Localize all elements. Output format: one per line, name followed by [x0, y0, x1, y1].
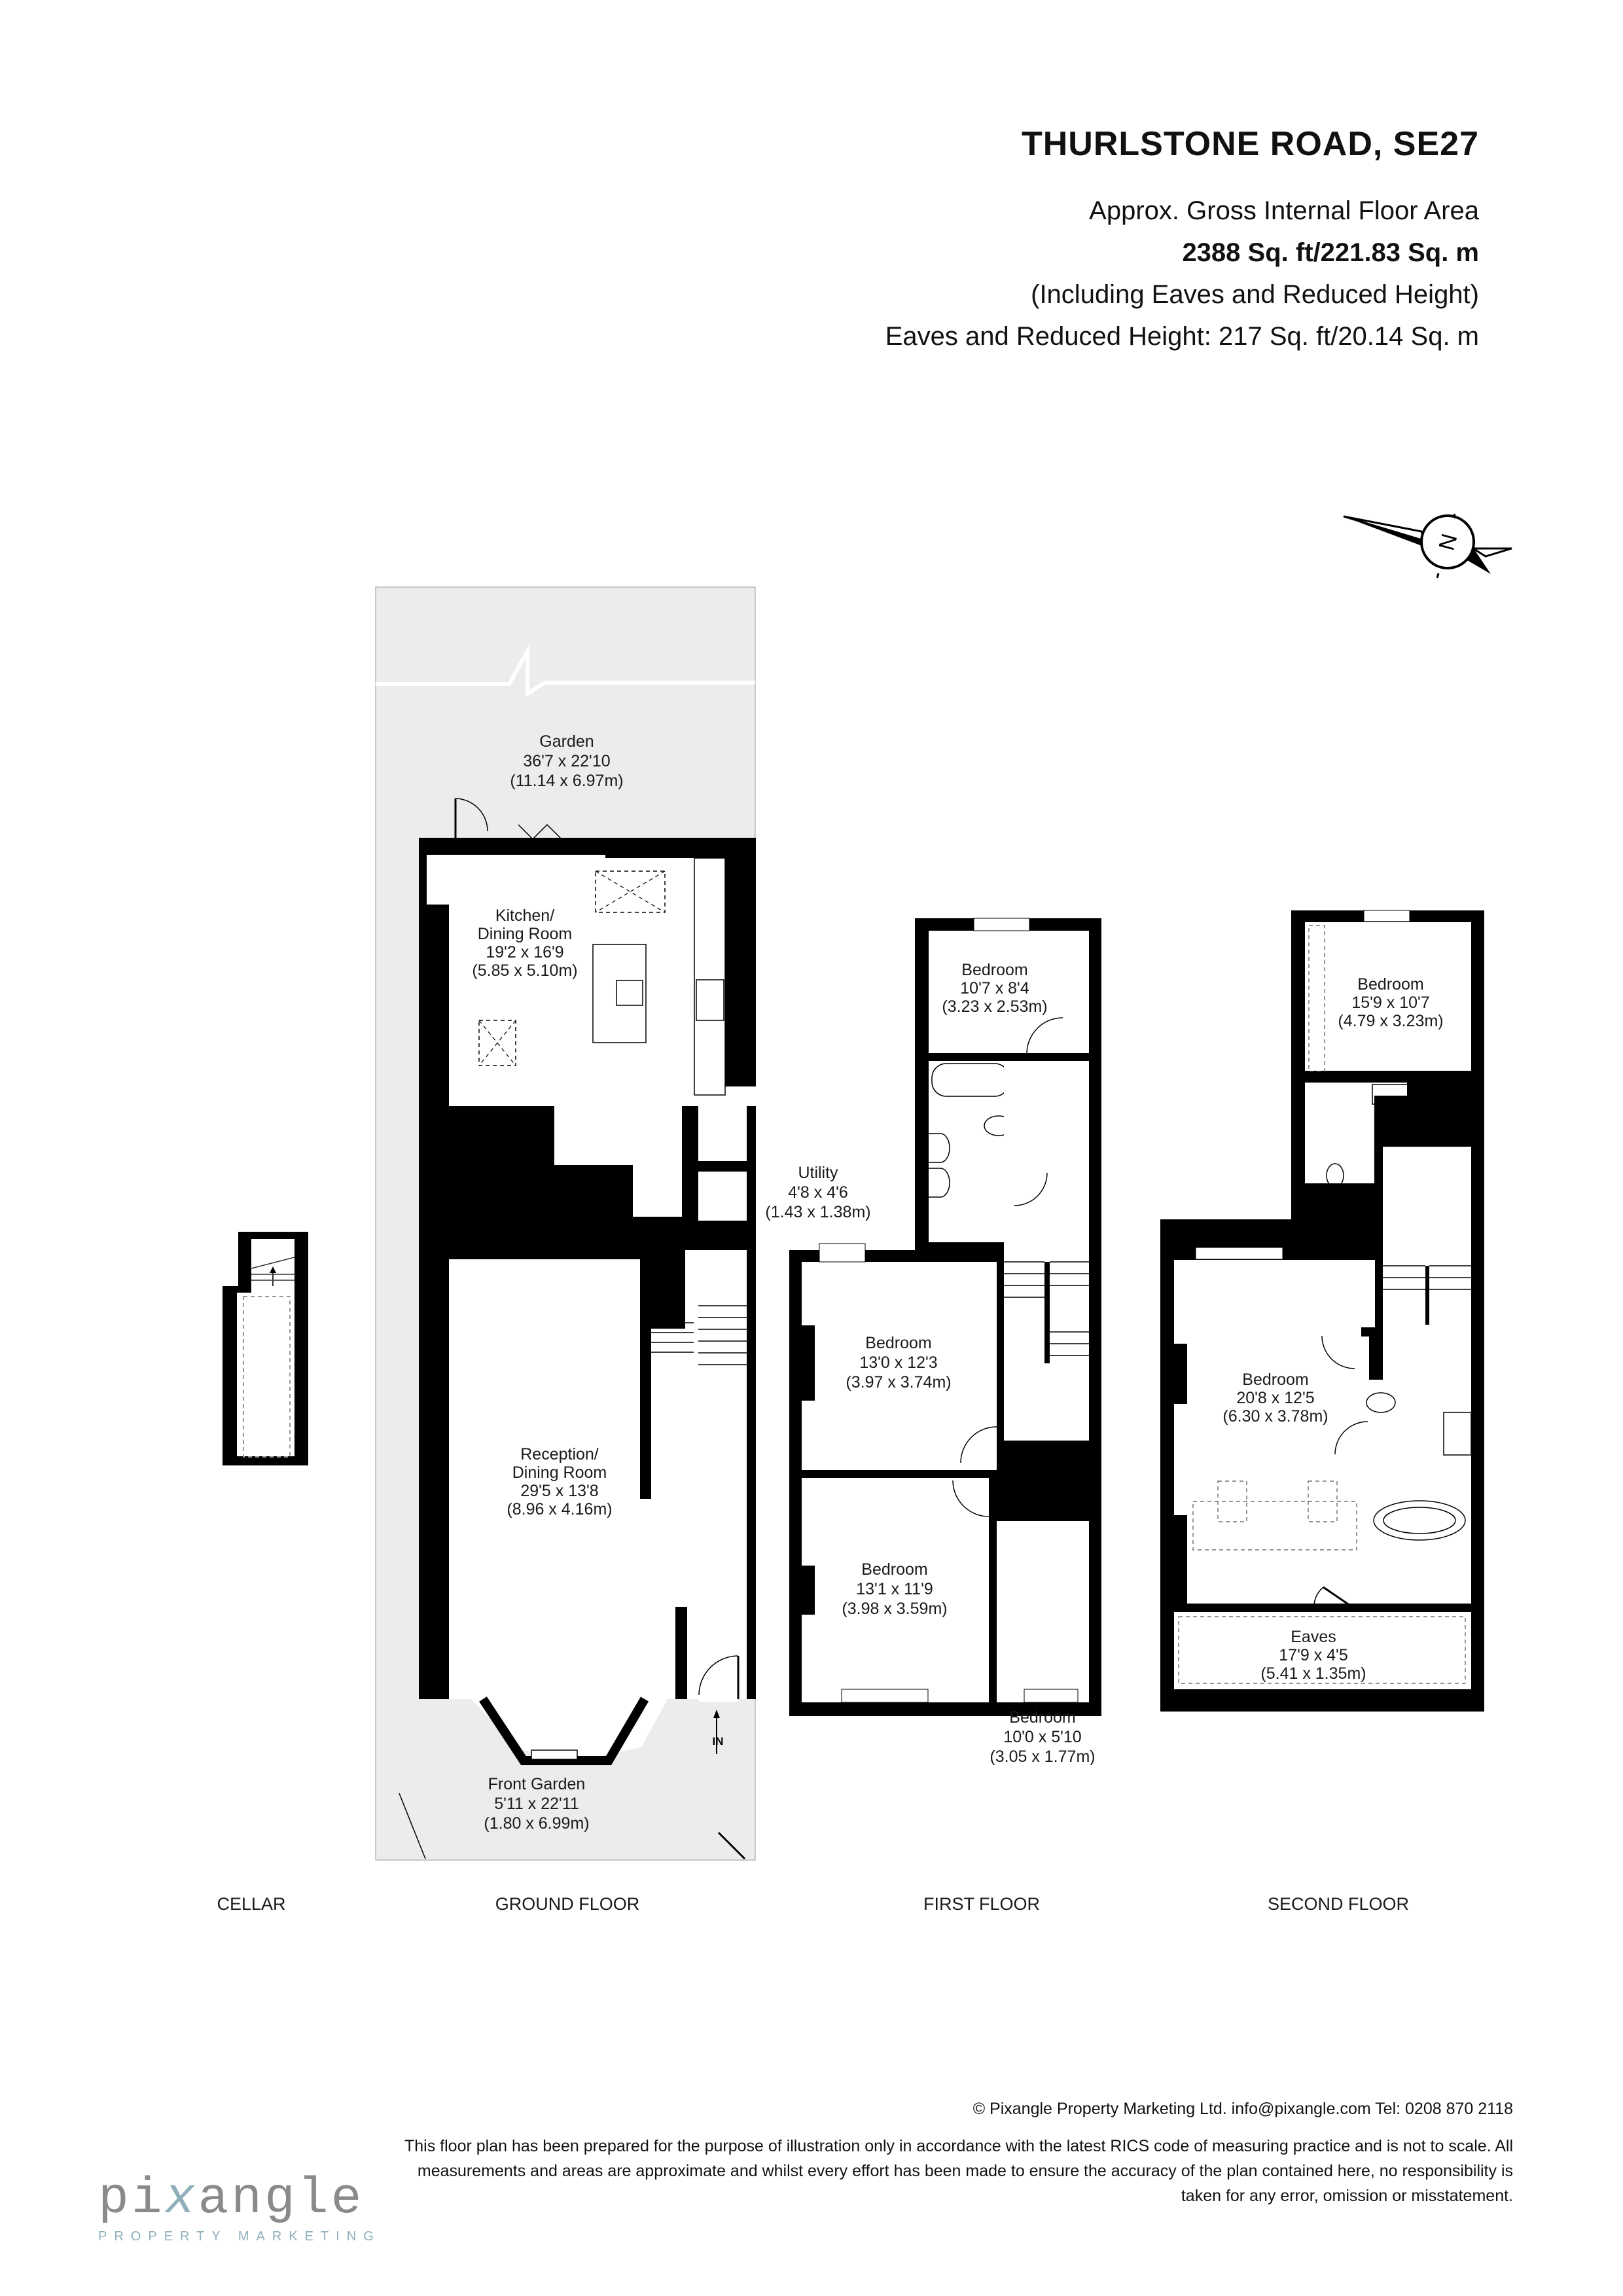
room-dims-metric: (3.98 x 3.59m): [842, 1600, 947, 1618]
entrance-marker: IN: [713, 1735, 724, 1748]
room-dims-metric: (1.43 x 1.38m): [765, 1203, 870, 1221]
room-dims-imperial: 4'8 x 4'6: [788, 1183, 848, 1202]
room-name-bedroom: Bedroom: [865, 1334, 931, 1352]
room-name-bedroom: Bedroom: [1009, 1708, 1075, 1727]
eaves-area: Eaves and Reduced Height: 217 Sq. ft/20.…: [885, 322, 1479, 351]
disclaimer-text: This floor plan has been prepared for th…: [404, 2137, 1513, 2205]
room-dims-imperial: 10'7 x 8'4: [960, 979, 1029, 997]
property-title: THURLSTONE ROAD, SE27: [1021, 125, 1479, 163]
floor-label-second: SECOND FLOOR: [1268, 1894, 1409, 1914]
room-name-kitchen-line1: Kitchen/: [495, 906, 554, 925]
room-dims-metric: (11.14 x 6.97m): [510, 772, 623, 790]
including-note: (Including Eaves and Reduced Height): [1031, 280, 1479, 309]
room-dims-metric: (5.41 x 1.35m): [1260, 1664, 1366, 1683]
room-name-bedroom: Bedroom: [1242, 1371, 1308, 1389]
first-floor-plan: Bedroom 10'7 x 8'4 (3.23 x 2.53m) Bedroo…: [789, 918, 1101, 1766]
room-dims-metric: (1.80 x 6.99m): [484, 1814, 589, 1833]
room-name-bedroom: Bedroom: [861, 1560, 927, 1579]
logo-subtitle: PROPERTY MARKETING: [98, 2229, 381, 2244]
room-name-kitchen-line2: Dining Room: [478, 925, 573, 943]
total-area: 2388 Sq. ft/221.83 Sq. m: [1182, 238, 1479, 267]
room-dims-imperial: 10'0 x 5'10: [1003, 1728, 1081, 1746]
logo-wordmark: pixangle: [98, 2170, 365, 2228]
room-dims-metric: (3.97 x 3.74m): [846, 1373, 951, 1391]
room-name-garden: Garden: [539, 732, 594, 751]
room-name-reception-line2: Dining Room: [512, 1463, 607, 1482]
pixangle-logo: pixangle PROPERTY MARKETING: [98, 2173, 381, 2244]
room-dims-metric: (6.30 x 3.78m): [1222, 1407, 1328, 1426]
room-dims-imperial: 17'9 x 4'5: [1279, 1646, 1347, 1664]
room-dims-imperial: 36'7 x 22'10: [523, 752, 610, 770]
area-caption: Approx. Gross Internal Floor Area: [1089, 196, 1479, 225]
room-dims-imperial: 13'0 x 12'3: [859, 1354, 937, 1372]
room-name-utility: Utility: [798, 1164, 838, 1182]
north-arrow-icon: N: [1343, 513, 1512, 579]
room-dims-metric: (4.79 x 3.23m): [1338, 1012, 1443, 1030]
ground-floor-plan: IN Garden 36'7 x 22'10 (11.14 x 6.97m): [375, 586, 871, 1861]
room-dims-metric: (8.96 x 4.16m): [507, 1500, 612, 1518]
room-name-front-garden: Front Garden: [488, 1775, 586, 1793]
room-dims-imperial: 13'1 x 11'9: [856, 1580, 933, 1598]
room-dims-imperial: 29'5 x 13'8: [520, 1482, 598, 1500]
room-name-reception-line1: Reception/: [520, 1445, 599, 1463]
room-dims-imperial: 5'11 x 22'11: [494, 1795, 579, 1813]
room-name-eaves: Eaves: [1291, 1628, 1336, 1646]
floor-label-ground: GROUND FLOOR: [495, 1894, 640, 1914]
room-dims-imperial: 19'2 x 16'9: [486, 943, 563, 961]
room-dims-imperial: 20'8 x 12'5: [1236, 1389, 1314, 1407]
room-dims-metric: (3.23 x 2.53m): [942, 997, 1047, 1016]
room-dims-metric: (5.85 x 5.10m): [472, 961, 577, 980]
room-dims-imperial: 15'9 x 10'7: [1351, 994, 1429, 1012]
floor-label-first: FIRST FLOOR: [923, 1894, 1040, 1914]
room-dims-metric: (3.05 x 1.77m): [990, 1748, 1095, 1766]
second-floor-plan: Bedroom 15'9 x 10'7 (4.79 x 3.23m) Bedro…: [1160, 910, 1484, 1712]
plan-header: THURLSTONE ROAD, SE27 Approx. Gross Inte…: [885, 124, 1479, 357]
room-name-bedroom: Bedroom: [961, 961, 1027, 979]
room-name-bedroom: Bedroom: [1357, 975, 1423, 994]
copyright-line: © Pixangle Property Marketing Ltd. info@…: [972, 2100, 1513, 2118]
cellar-plan: [223, 1232, 308, 1465]
floor-label-cellar: CELLAR: [217, 1894, 285, 1914]
